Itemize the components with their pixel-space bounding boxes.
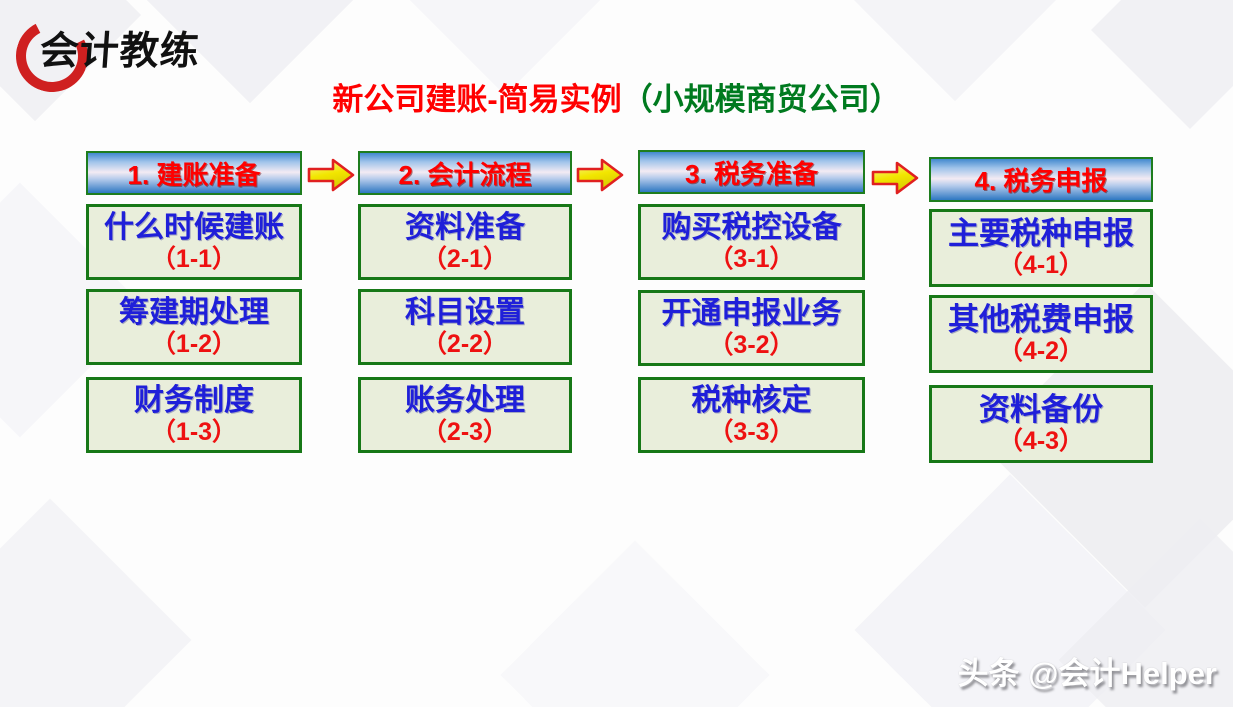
- flow-box-4-2: 其他税费申报 （4-2）: [929, 295, 1153, 373]
- flow-box-label: 筹建期处理: [119, 296, 269, 330]
- column-2: 2. 会计流程 资料准备 （2-1） 科目设置 （2-2） 账务处理 （2-3）: [358, 151, 572, 456]
- flow-box-code: （1-2）: [150, 329, 238, 358]
- flow-box-1-2: 筹建期处理 （1-2）: [86, 289, 302, 365]
- flow-box-label: 什么时候建账: [104, 211, 284, 245]
- right-block-arrow-icon: [871, 161, 919, 195]
- flow-box-code: （3-1）: [708, 244, 795, 273]
- column-4-header: 4. 税务申报: [929, 157, 1153, 202]
- flow-box-code: （2-1）: [421, 244, 509, 273]
- flow-box-2-1: 资料准备 （2-1）: [358, 204, 572, 280]
- flow-box-label: 科目设置: [405, 296, 525, 330]
- column-2-header: 2. 会计流程: [358, 151, 572, 195]
- flow-box-label: 购买税控设备: [661, 211, 842, 245]
- flow-box-label: 其他税费申报: [948, 301, 1134, 337]
- flow-box-3-3: 税种核定 （3-3）: [638, 377, 865, 453]
- company-logo: 会计教练: [6, 6, 214, 102]
- column-4: 4. 税务申报 主要税种申报 （4-1） 其他税费申报 （4-2） 资料备份 （…: [929, 157, 1153, 463]
- page-title: 新公司建账-简易实例（小规模商贸公司）: [0, 82, 1233, 118]
- flow-box-4-3: 资料备份 （4-3）: [929, 385, 1153, 463]
- flow-box-3-1: 购买税控设备 （3-1）: [638, 204, 865, 280]
- flow-box-2-3: 账务处理 （2-3）: [358, 377, 572, 453]
- flow-box-label: 资料备份: [979, 391, 1103, 427]
- flow-box-code: （3-3）: [708, 417, 795, 446]
- flow-box-code: （4-1）: [997, 251, 1085, 280]
- logo-text: 会计教练: [38, 28, 202, 74]
- flow-box-label: 账务处理: [405, 384, 525, 418]
- column-3-header: 3. 税务准备: [638, 150, 865, 194]
- flow-box-code: （2-2）: [421, 329, 509, 358]
- column-3: 3. 税务准备 购买税控设备 （3-1） 开通申报业务 （3-2） 税种核定 （…: [638, 150, 865, 456]
- flow-box-code: （4-3）: [997, 427, 1085, 456]
- flow-box-4-1: 主要税种申报 （4-1）: [929, 209, 1153, 287]
- flow-box-label: 资料准备: [405, 211, 525, 245]
- flow-box-code: （1-1）: [150, 244, 238, 273]
- column-1-header: 1. 建账准备: [86, 151, 302, 195]
- flow-box-label: 税种核定: [691, 384, 812, 418]
- background-diamond: [384, 0, 626, 96]
- flow-box-code: （3-2）: [708, 330, 795, 359]
- flow-box-label: 财务制度: [134, 384, 254, 418]
- right-block-arrow-icon: [307, 158, 355, 192]
- title-main: 新公司建账-简易实例: [332, 82, 622, 117]
- flow-box-code: （4-2）: [997, 337, 1085, 366]
- flow-box-3-2: 开通申报业务 （3-2）: [638, 290, 865, 366]
- column-1: 1. 建账准备 什么时候建账 （1-1） 筹建期处理 （1-2） 财务制度 （1…: [86, 151, 302, 456]
- flow-box-label: 开通申报业务: [661, 297, 842, 331]
- flow-box-1-3: 财务制度 （1-3）: [86, 377, 302, 453]
- flow-box-2-2: 科目设置 （2-2）: [358, 289, 572, 365]
- flow-box-1-1: 什么时候建账 （1-1）: [86, 204, 302, 280]
- watermark-text: 头条 @会计Helper: [957, 656, 1217, 691]
- right-block-arrow-icon: [576, 158, 624, 192]
- title-sub: （小规模商贸公司）: [621, 82, 901, 117]
- background-diamond: [500, 540, 770, 707]
- flow-box-code: （1-3）: [150, 417, 238, 446]
- flow-box-code: （2-3）: [421, 417, 509, 446]
- flow-box-label: 主要税种申报: [948, 215, 1134, 251]
- background-diamond: [0, 498, 192, 707]
